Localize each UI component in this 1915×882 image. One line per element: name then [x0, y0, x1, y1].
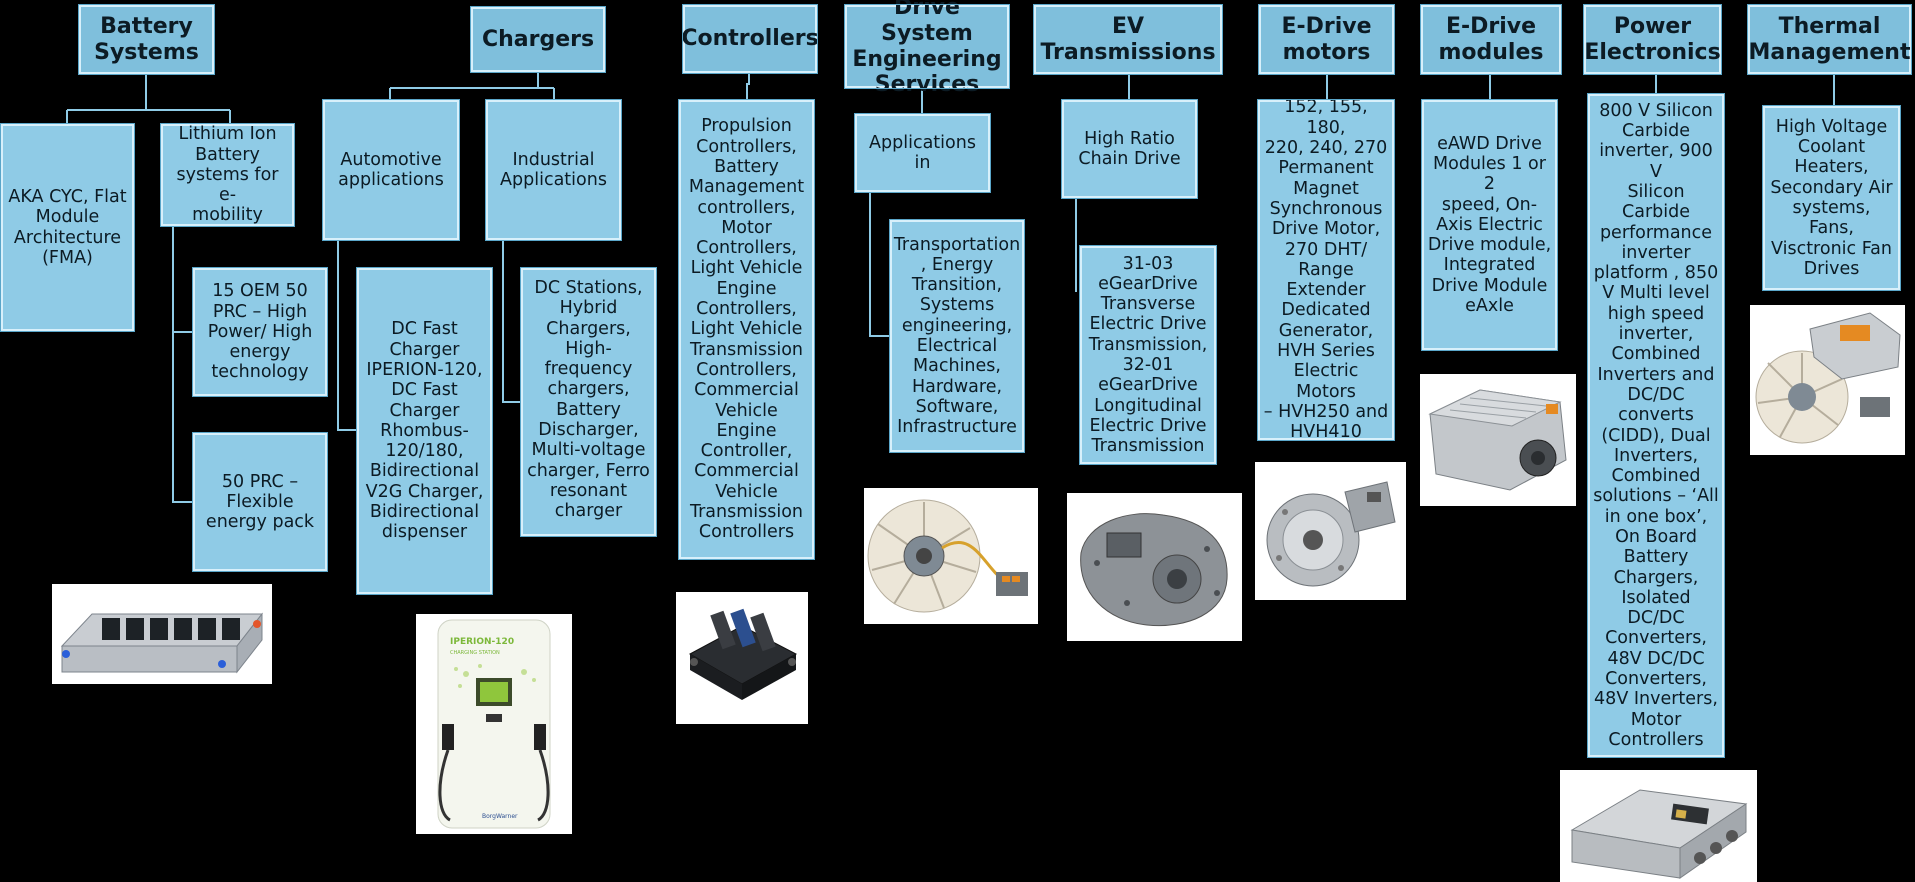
e-motor-image: [1255, 462, 1406, 600]
charger-model-label: IPERION-120: [450, 637, 514, 647]
box-text: 800 V Silicon Carbide inverter, 900 V Si…: [1593, 100, 1719, 750]
chargers-automotive-box: Automotive applications: [322, 99, 460, 241]
box-text: Applications in: [869, 132, 976, 173]
header-edrive-modules: E-Drive modules: [1420, 4, 1562, 75]
box-text: 152, 155, 180, 220, 240, 270 Permanent M…: [1263, 97, 1389, 443]
header-label: E-Drive motors: [1281, 13, 1372, 65]
box-text: 15 OEM 50 PRC – High Power/ High energy …: [207, 281, 313, 383]
battery-oem-box: 15 OEM 50 PRC – High Power/ High energy …: [192, 267, 328, 397]
header-label: EV Transmissions: [1040, 13, 1216, 65]
header-label: E-Drive modules: [1438, 13, 1544, 65]
drive-module-image: [1420, 374, 1576, 506]
edrive-modules-box: eAWD Drive Modules 1 or 2 speed, On- Axi…: [1421, 99, 1558, 351]
chargers-dc-fast-box: DC Fast Charger IPERION-120, DC Fast Cha…: [356, 267, 493, 595]
inverter-image: [1560, 770, 1757, 882]
header-power-electronics: Power Electronics: [1583, 4, 1722, 75]
transmission-image: [1067, 493, 1242, 641]
battery-lithium-box: Lithium Ion Battery systems for e- mobil…: [160, 123, 295, 227]
ev-egeardrive-box: 31-03 eGearDrive Transverse Electric Dri…: [1079, 245, 1217, 465]
header-controllers: Controllers: [681, 4, 819, 74]
header-label: Drive System Engineering Services: [852, 0, 1002, 98]
battery-flexible-box: 50 PRC – Flexible energy pack: [192, 432, 328, 572]
power-electronics-box: 800 V Silicon Carbide inverter, 900 V Si…: [1587, 93, 1725, 758]
edrive-motors-box: 152, 155, 180, 220, 240, 270 Permanent M…: [1257, 97, 1395, 443]
box-text: 50 PRC – Flexible energy pack: [205, 471, 315, 533]
header-label: Thermal Management: [1748, 13, 1911, 65]
drive-services-applications-box: Applications in: [854, 113, 991, 193]
thermal-unit-image: [1750, 305, 1905, 455]
box-text: 31-03 eGearDrive Transverse Electric Dri…: [1088, 253, 1208, 457]
box-text: Automotive applications: [338, 149, 444, 190]
box-text: High Ratio Chain Drive: [1078, 128, 1181, 169]
battery-pack-image: [52, 584, 272, 684]
header-label: Chargers: [481, 26, 595, 52]
header-edrive-motors: E-Drive motors: [1258, 4, 1395, 75]
controllers-list-box: Propulsion Controllers, Battery Manageme…: [678, 99, 815, 560]
box-text: High Voltage Coolant Heaters, Secondary …: [1770, 116, 1893, 279]
box-text: Lithium Ion Battery systems for e- mobil…: [176, 124, 279, 226]
iperion-charger-image: IPERION-120 CHARGING STATION BorgWarner: [416, 614, 572, 834]
charger-subtitle-label: CHARGING STATION: [450, 650, 500, 656]
header-chargers: Chargers: [470, 6, 606, 73]
header-thermal-management: Thermal Management: [1747, 4, 1912, 75]
header-label: Controllers: [681, 26, 819, 52]
chargers-dc-stations-box: DC Stations, Hybrid Chargers, High- freq…: [520, 267, 657, 537]
controller-ecu-image: [676, 592, 808, 724]
thermal-management-box: High Voltage Coolant Heaters, Secondary …: [1762, 105, 1901, 291]
box-text: DC Fast Charger IPERION-120, DC Fast Cha…: [365, 319, 484, 543]
header-ev-transmissions: EV Transmissions: [1033, 4, 1223, 75]
box-text: AKA CYC, Flat Module Architecture (FMA): [8, 186, 127, 268]
box-text: DC Stations, Hybrid Chargers, High- freq…: [527, 278, 650, 522]
header-label: Battery Systems: [94, 13, 199, 65]
header-drive-system-engineering: Drive System Engineering Services: [844, 0, 1010, 97]
charger-brand-label: BorgWarner: [482, 813, 518, 820]
cooling-fan-image: [864, 488, 1038, 624]
chargers-industrial-box: Industrial Applications: [485, 99, 622, 241]
header-label: Power Electronics: [1584, 13, 1721, 65]
battery-fma-box: AKA CYC, Flat Module Architecture (FMA): [0, 123, 135, 332]
header-battery-systems: Battery Systems: [78, 4, 215, 75]
box-text: Industrial Applications: [500, 149, 607, 190]
drive-services-list-box: Transportation , Energy Transition, Syst…: [889, 219, 1025, 453]
ev-chain-drive-box: High Ratio Chain Drive: [1061, 99, 1198, 199]
box-text: Transportation , Energy Transition, Syst…: [893, 234, 1021, 438]
box-text: eAWD Drive Modules 1 or 2 speed, On- Axi…: [1427, 133, 1552, 317]
box-text: Propulsion Controllers, Battery Manageme…: [688, 116, 805, 543]
